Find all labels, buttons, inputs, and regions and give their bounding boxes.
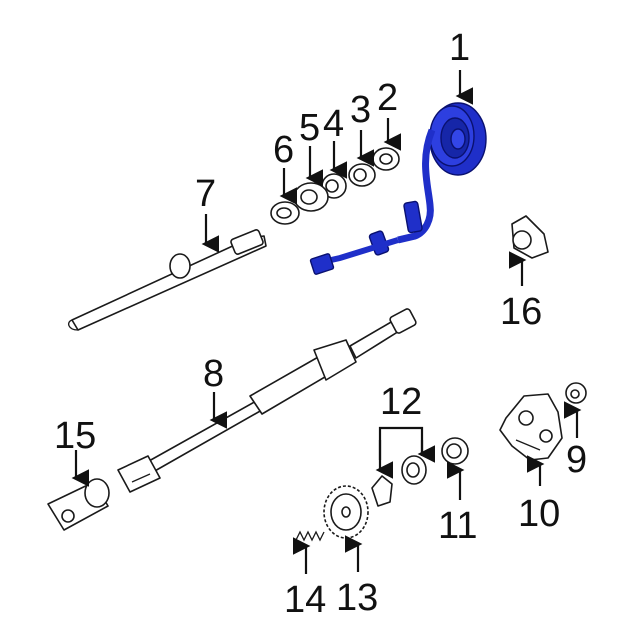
part-11-sleeve[interactable] (441, 437, 469, 465)
part-9-bushing[interactable] (565, 382, 587, 404)
part-3-washer[interactable] (348, 163, 376, 187)
part-13-rack-gear[interactable] (323, 485, 369, 539)
part-2-bearing[interactable] (372, 147, 400, 171)
callout-16: 16 (500, 291, 542, 333)
callout-3: 3 (350, 89, 371, 131)
callout-14: 14 (284, 579, 326, 621)
part-7-upper-shaft[interactable] (67, 229, 267, 331)
part-8-intermediate-shaft[interactable] (117, 308, 417, 493)
callout-5: 5 (299, 107, 320, 149)
part-10-housing[interactable] (499, 393, 563, 461)
part-6-retainer[interactable] (270, 201, 300, 225)
part-16-cap[interactable] (511, 215, 549, 259)
callout-1: 1 (449, 27, 470, 69)
callout-labels: 1 2 3 4 5 6 7 8 9 10 11 12 13 14 15 16 (54, 27, 587, 621)
callout-15: 15 (54, 415, 96, 457)
callout-10: 10 (518, 493, 560, 535)
callout-arrows (71, 70, 582, 574)
part-15-coupling[interactable] (47, 478, 110, 531)
part-5-spacer[interactable] (293, 182, 329, 212)
part-14-spring[interactable] (295, 530, 325, 542)
callout-11: 11 (438, 505, 477, 547)
callout-4: 4 (323, 103, 344, 145)
callout-7: 7 (195, 173, 216, 215)
callout-6: 6 (273, 129, 294, 171)
callout-12: 12 (380, 381, 422, 423)
callout-2: 2 (377, 77, 398, 119)
part-1-clock-spring[interactable] (309, 102, 487, 275)
callout-13: 13 (336, 577, 378, 619)
callout-9: 9 (566, 439, 587, 481)
part-4-ring[interactable] (321, 173, 347, 199)
callout-8: 8 (203, 353, 224, 395)
part-12-sector[interactable] (371, 455, 427, 507)
